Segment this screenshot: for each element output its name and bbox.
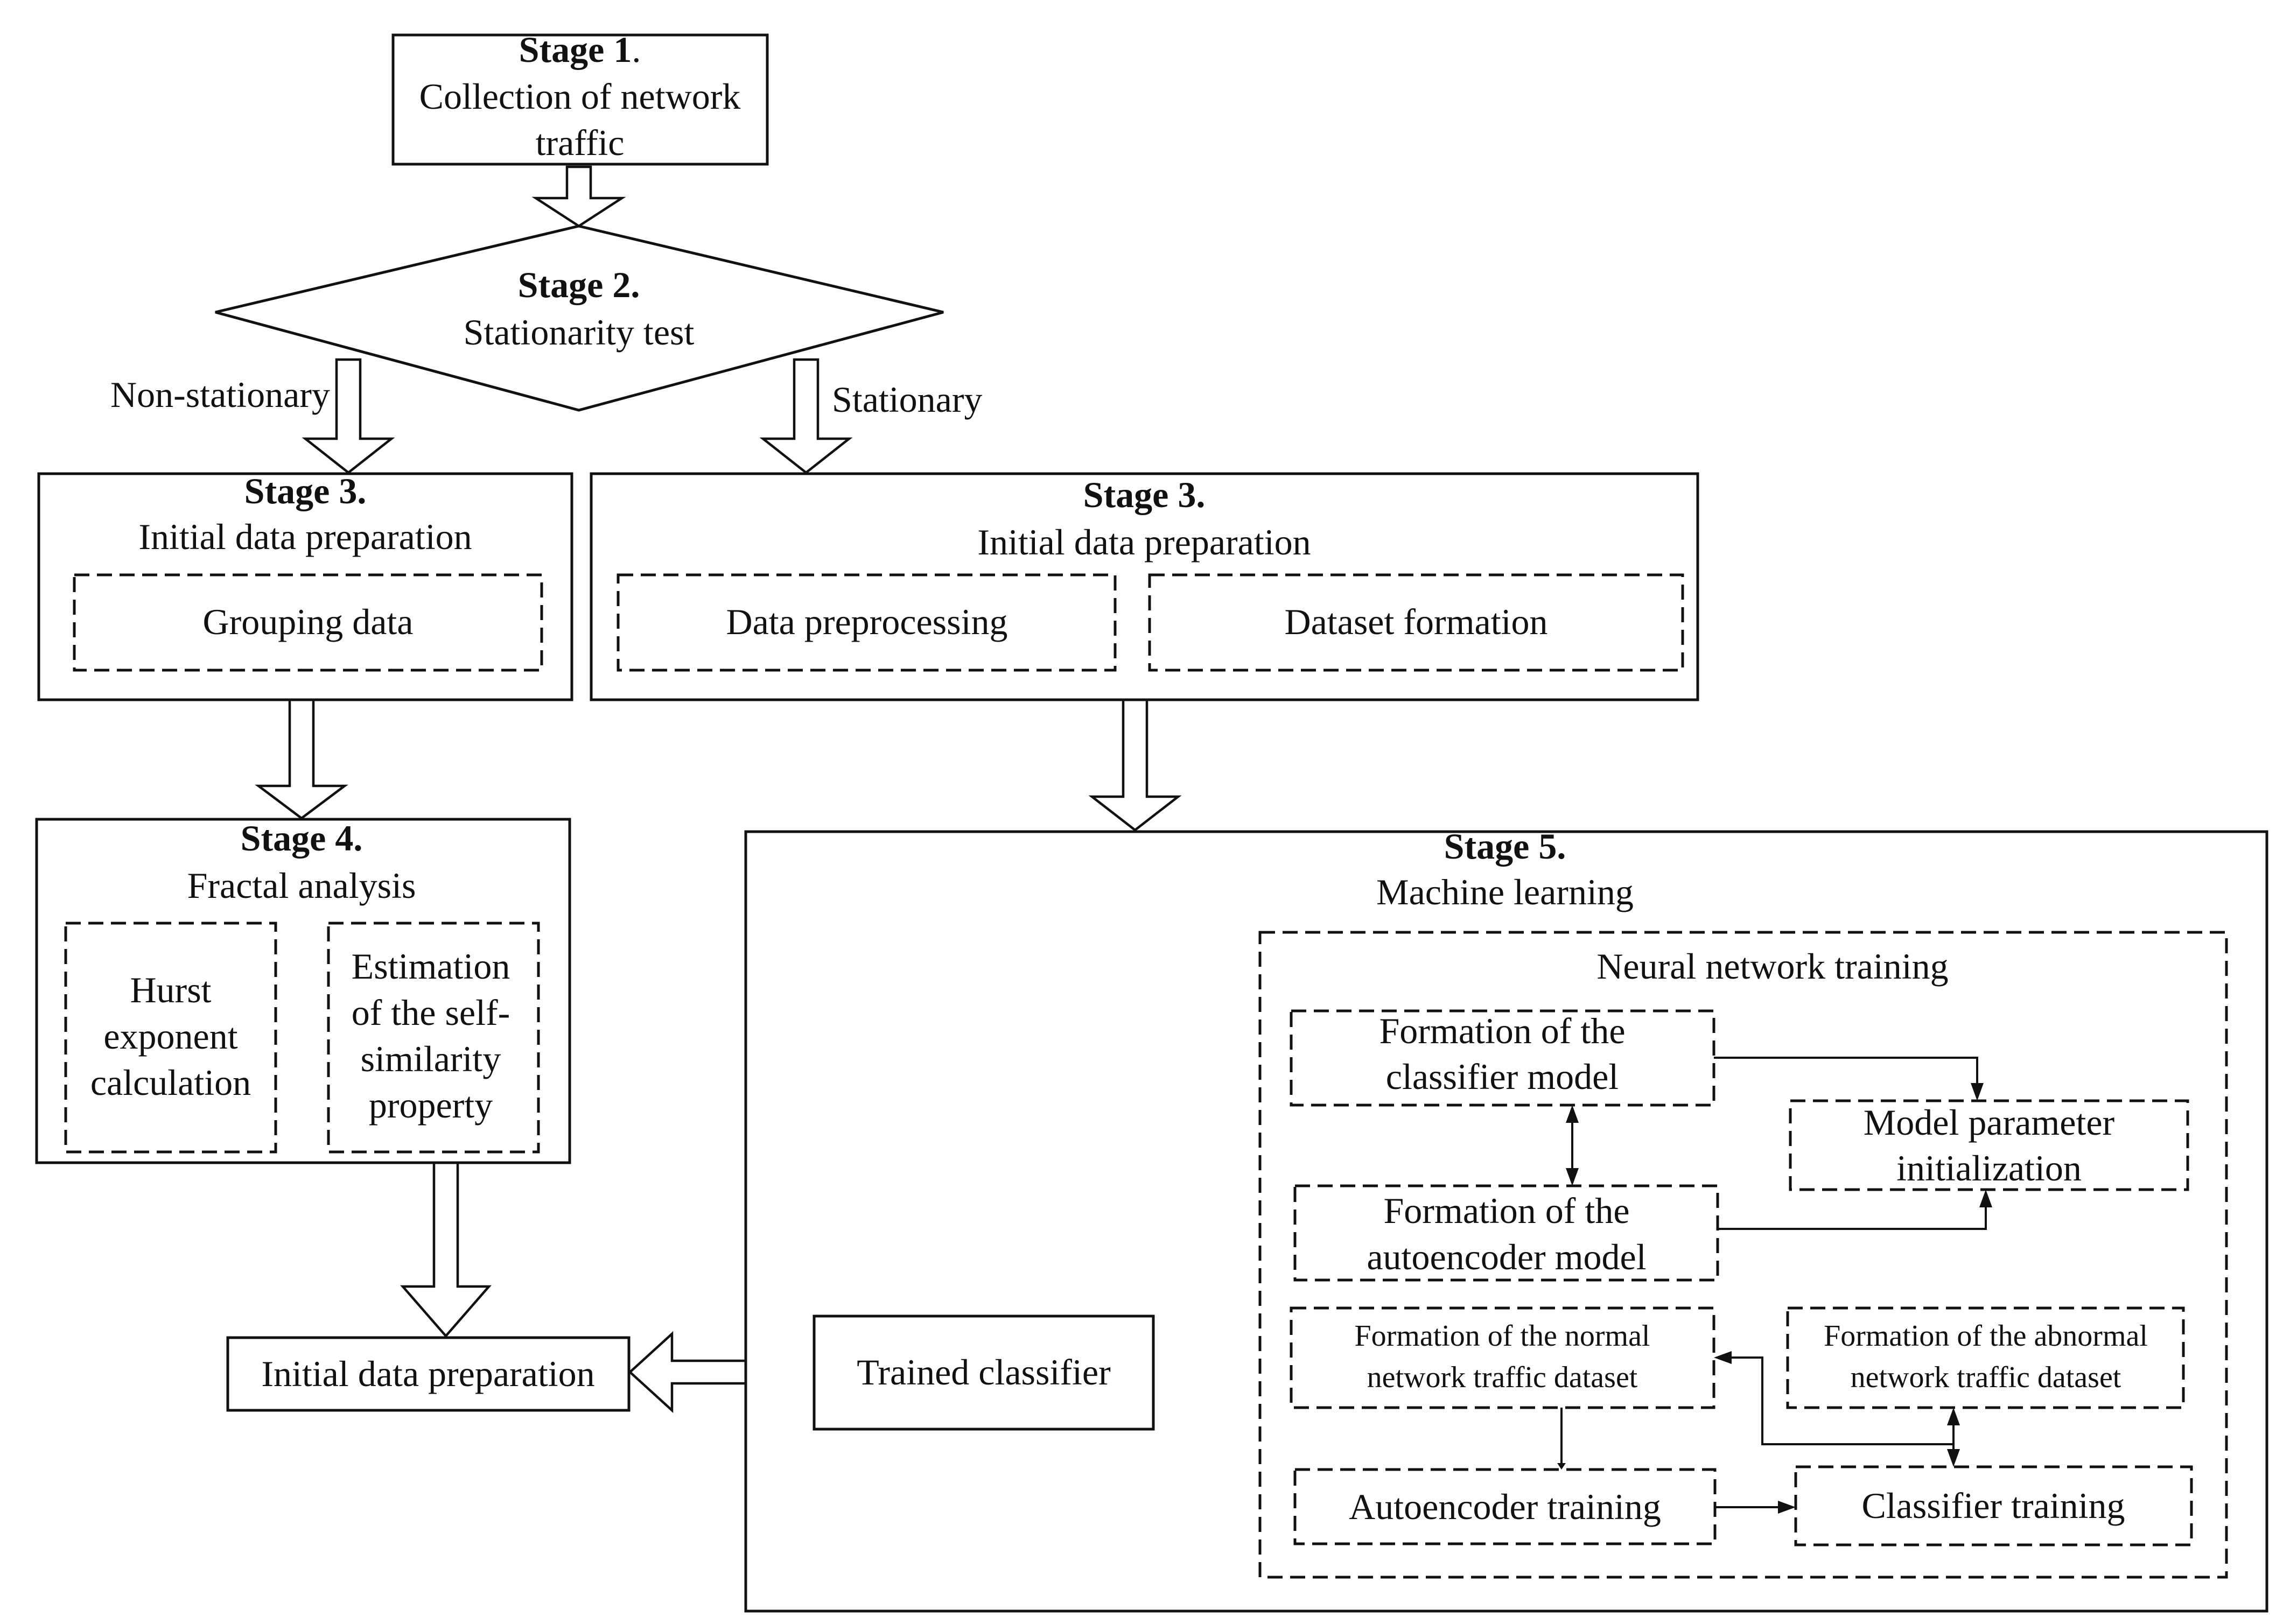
- nn-training-label: Neural network training: [1596, 946, 1948, 987]
- autoencoder-model-line-2: autoencoder model: [1367, 1236, 1646, 1277]
- stage3-right-label: Initial data preparation: [977, 522, 1311, 563]
- arrowhead-down-autoencoder: [1566, 1168, 1579, 1186]
- final-output-label: Initial data preparation: [261, 1353, 594, 1394]
- arrowhead-normal-to-autoencoder-training: [1557, 1463, 1566, 1470]
- classifier-training-box: [1794, 1465, 2193, 1546]
- stage5-box: Stage 5. Machine learning Neural network…: [744, 826, 2268, 1613]
- hurst-line-3: calculation: [90, 1062, 251, 1103]
- estimation-line-4: property: [369, 1085, 493, 1126]
- grouping-data-label: Grouping data: [203, 601, 414, 642]
- connector-junction-to-normal: [1730, 1356, 1953, 1445]
- trained-classifier-box: Trained classifier: [813, 1314, 1155, 1431]
- arrowhead-up-classifier: [1566, 1105, 1579, 1123]
- autoencoder-training-box: [1293, 1468, 1717, 1545]
- arrowhead-junction-to-normal: [1714, 1351, 1732, 1364]
- connector-autoencoder-to-init: [1718, 1206, 1987, 1230]
- stage5-title: Stage 5.: [1444, 826, 1566, 867]
- stage5-label: Machine learning: [1376, 871, 1634, 912]
- estimation-line-2: of the self-: [352, 992, 510, 1033]
- dataset-formation-box: [1148, 573, 1684, 672]
- param-init-box: [1789, 1099, 2189, 1191]
- trained-classifier-label: Trained classifier: [857, 1352, 1111, 1393]
- param-init-line-1: Model parameter: [1864, 1102, 2115, 1143]
- stage3-right-box: Stage 3. Initial data preparation Data p…: [590, 472, 1699, 701]
- stage3-right-title: Stage 3.: [1083, 474, 1206, 515]
- connector-classifier-to-init: [1714, 1057, 1978, 1085]
- arrowhead-down-classifier-training: [1947, 1449, 1960, 1467]
- stage3-left-label: Initial data preparation: [138, 516, 472, 557]
- estimation-line-3: similarity: [361, 1038, 501, 1079]
- autoencoder-model-line-1: Formation of the: [1383, 1190, 1629, 1231]
- arrow-stage1-to-stage2: [531, 165, 626, 228]
- branch-label-non-stationary: Non-stationary: [110, 374, 330, 415]
- stage3-left-box: Stage 3. Initial data preparation Groupi…: [37, 470, 573, 701]
- stage1-box: Stage 1. Collection of network traffic: [391, 29, 769, 166]
- final-output-box: Initial data preparation: [226, 1336, 631, 1412]
- stage1-line-2: traffic: [536, 122, 625, 163]
- arrow-nonstationary: [302, 358, 395, 474]
- stage2-title: Stage 2.: [518, 264, 640, 305]
- stage2-label: Stationarity test: [464, 312, 695, 353]
- classifier-training-label: Classifier training: [1861, 1485, 2125, 1526]
- hurst-exponent-box: [64, 922, 277, 1154]
- normal-dataset-line-2: network traffic dataset: [1367, 1361, 1638, 1394]
- autoencoder-model-box: [1293, 1184, 1719, 1282]
- self-similarity-box: [327, 922, 540, 1154]
- arrowhead-classifier-to-init: [1971, 1083, 1984, 1101]
- arrowhead-autoencoder-to-init: [1979, 1190, 1992, 1207]
- arrow-stage4-to-output: [400, 1148, 492, 1338]
- stage4-label: Fractal analysis: [187, 865, 416, 906]
- param-init-line-2: initialization: [1896, 1148, 2082, 1189]
- normal-dataset-box: [1290, 1306, 1715, 1409]
- grouping-data-box: [73, 573, 543, 672]
- stage1-line-1: Collection of network: [419, 76, 741, 117]
- normal-dataset-line-1: Formation of the normal: [1354, 1319, 1650, 1353]
- data-preprocessing-label: Data preprocessing: [726, 601, 1007, 642]
- abnormal-dataset-line-1: Formation of the abnormal: [1824, 1319, 2148, 1353]
- classifier-model-box: [1290, 1009, 1715, 1107]
- stage3-left-title: Stage 3.: [244, 470, 367, 511]
- hurst-line-2: exponent: [103, 1016, 237, 1057]
- arrowhead-up-abnormal: [1947, 1408, 1960, 1425]
- dataset-formation-label: Dataset formation: [1284, 601, 1547, 642]
- abnormal-dataset-line-2: network traffic dataset: [1851, 1361, 2121, 1394]
- arrowhead-autoencoder-to-classifier-training: [1778, 1501, 1796, 1514]
- stage2-decision: Stage 2. Stationarity test: [215, 224, 944, 412]
- branch-label-stationary: Stationary: [832, 379, 983, 420]
- classifier-model-line-1: Formation of the: [1379, 1010, 1625, 1051]
- arrow-stationary: [759, 358, 853, 474]
- arrow-stage3-to-stage4: [255, 698, 348, 820]
- hurst-line-1: Hurst: [130, 969, 211, 1010]
- data-preprocessing-box: [617, 573, 1117, 672]
- estimation-line-1: Estimation: [352, 946, 510, 987]
- stage1-title: Stage 1.: [519, 29, 641, 70]
- classifier-model-line-2: classifier model: [1386, 1056, 1619, 1097]
- arrow-stage3-to-stage5: [1088, 698, 1182, 832]
- autoencoder-training-label: Autoencoder training: [1349, 1486, 1661, 1527]
- stage4-title: Stage 4.: [241, 818, 363, 859]
- abnormal-dataset-box: [1786, 1306, 2185, 1409]
- stage4-box: Stage 4. Fractal analysis Hurst exponent…: [35, 818, 571, 1164]
